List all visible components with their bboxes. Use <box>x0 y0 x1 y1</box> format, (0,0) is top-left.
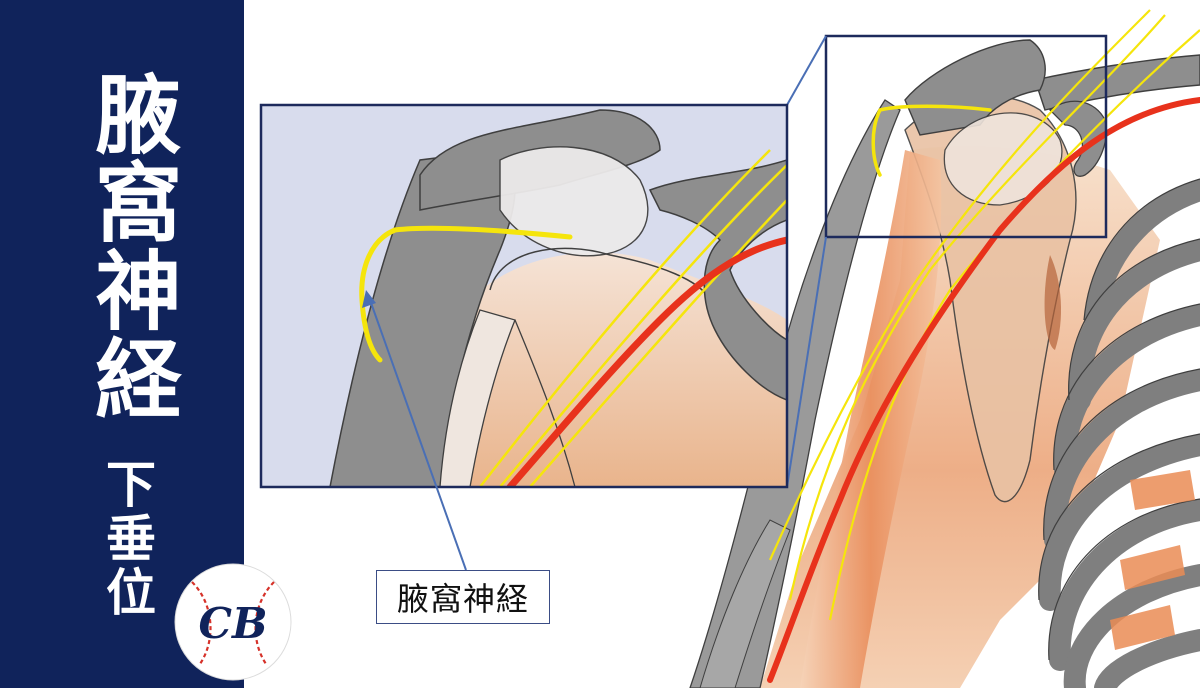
inset-coracoid <box>648 159 787 401</box>
inset-axillary-nerve <box>359 225 573 363</box>
inset-scapula-line <box>514 319 576 487</box>
inset-humeral-head <box>499 146 649 257</box>
zoom-region-box <box>824 34 1108 239</box>
axillary-artery <box>767 97 1200 683</box>
logo-badge: CB <box>174 563 292 681</box>
intercostal-muscles <box>1110 470 1195 650</box>
inset-magnified-view <box>259 103 789 489</box>
zoom-connector-bottom <box>786 236 827 488</box>
inset-glenoid <box>489 247 711 301</box>
coracoid <box>1049 100 1107 177</box>
page-title: 腋窩神経 <box>80 70 180 422</box>
inset-scapula-edge <box>439 309 516 487</box>
axillary-nerve-label: 腋窩神経 <box>376 570 550 624</box>
arm-bone-lower <box>699 519 791 688</box>
zoom-connector-top <box>786 35 827 106</box>
inset-frame <box>259 103 789 489</box>
inset-artery <box>506 236 787 487</box>
page-subtitle: 下垂位 <box>98 458 156 620</box>
acromion <box>904 39 1046 136</box>
main-anatomy <box>689 9 1200 688</box>
brachial-nerves <box>768 9 1200 621</box>
arrow-pointer-icon <box>362 290 467 571</box>
inset-nerves <box>479 149 787 487</box>
arm-muscle <box>800 150 942 688</box>
scapula-fossa <box>1044 255 1062 350</box>
axillary-nerve-main <box>871 104 992 177</box>
rib-outline <box>1038 178 1200 661</box>
logo-badge-text: CB <box>199 599 268 648</box>
